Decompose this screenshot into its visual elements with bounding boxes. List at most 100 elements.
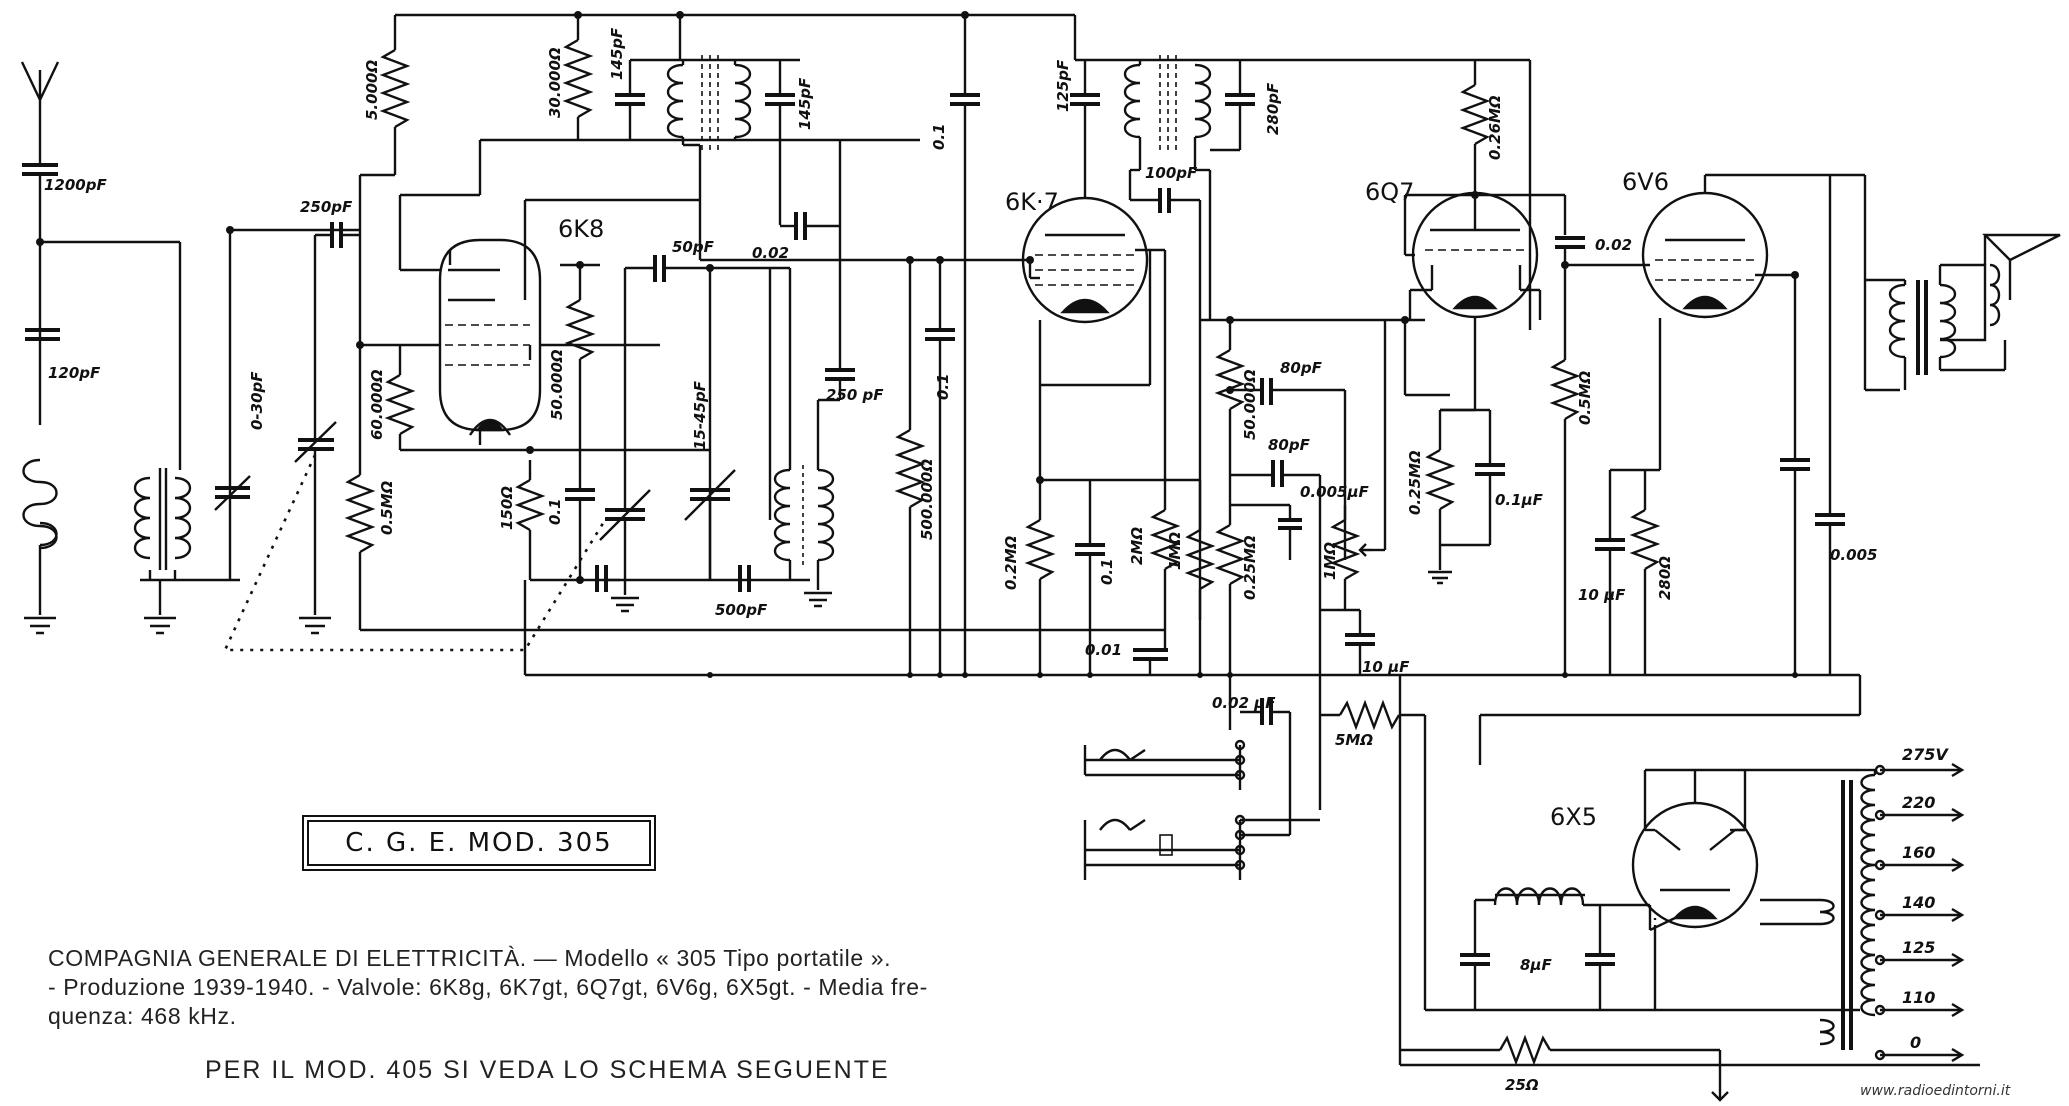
label-r-5: 5MΩ xyxy=(1335,731,1373,749)
label-c-01c: 0.1 xyxy=(546,498,564,525)
label-r-280: 280Ω xyxy=(1656,556,1674,600)
label-r-02: 0.2MΩ xyxy=(1002,536,1020,590)
resistor-50000b: 50.000Ω xyxy=(1214,320,1259,480)
label-c-ant: 1200pF xyxy=(44,176,107,194)
label-c-0005a: 0.005µF xyxy=(1300,483,1369,501)
resistor-05b: 0.5MΩ xyxy=(1549,265,1594,675)
mains-taps: 275V 220 160 140 125 110 0 xyxy=(1874,745,1965,1063)
tube-6k8: 6K8 xyxy=(360,198,700,445)
tap-220: 220 xyxy=(1902,793,1935,812)
if-transformer-2: 125pF 280pF xyxy=(1054,30,1282,150)
label-r-60000: 60.000Ω xyxy=(368,369,386,440)
label-c-80a: 80pF xyxy=(1280,359,1323,377)
label-r-25: 25Ω xyxy=(1505,1076,1539,1094)
resistor-150: 150Ω xyxy=(498,460,546,580)
label-c-002b: 0.02 xyxy=(1595,236,1632,254)
label-r-025a: 0.25MΩ xyxy=(1241,535,1259,600)
filter-choke xyxy=(1493,887,1585,906)
tap-160: 160 xyxy=(1902,843,1935,862)
label-r-5000: 5.000Ω xyxy=(363,60,381,120)
label-c-001: 0.01 xyxy=(1085,641,1122,659)
ground-symbol xyxy=(24,616,56,635)
resistor-30000: 30.000Ω xyxy=(546,15,594,140)
label-c-250a: 250pF xyxy=(300,198,353,216)
tap-275: 275V xyxy=(1902,745,1949,764)
resistor-2: 2MΩ xyxy=(1128,480,1181,650)
label-r-025b: 0.25MΩ xyxy=(1406,450,1424,515)
label-c-250b: 250 pF xyxy=(826,386,884,404)
jack-section: 0.02 µF xyxy=(1083,675,1322,880)
label-c-125: 125pF xyxy=(1054,59,1072,112)
antenna-coil xyxy=(22,458,58,550)
tube-6k7: 6K·7 xyxy=(1005,188,1149,324)
label-r-30000: 30.000Ω xyxy=(546,47,564,118)
tap-125: 125 xyxy=(1902,938,1935,957)
caption-line-2: - Produzione 1939-1940. - Valvole: 6K8g,… xyxy=(48,974,928,1000)
resistor-02: 0.2MΩ xyxy=(1002,480,1056,675)
speaker-symbol xyxy=(1940,233,2061,372)
label-tube-6x5: 6X5 xyxy=(1550,803,1597,831)
resistor-1a: 1MΩ xyxy=(1166,480,1216,675)
label-r-150: 150Ω xyxy=(498,486,516,530)
label-r-50000a: 50.000Ω xyxy=(548,349,566,420)
label-c-0005b: 0.005 xyxy=(1830,546,1877,564)
label-c-80b: 80pF xyxy=(1268,436,1311,454)
label-c-8: 8µF xyxy=(1520,956,1552,974)
label-c-10a: 10 µF xyxy=(1578,586,1626,604)
label-c-01d: 0.1 xyxy=(1098,558,1116,585)
label-c-100: 100pF xyxy=(1145,164,1198,182)
resistor-5: 5MΩ xyxy=(1320,699,1425,749)
label-tube-6k8: 6K8 xyxy=(558,215,604,243)
resistor-05a: 0.5MΩ xyxy=(344,345,396,630)
label-c-145a: 145pF xyxy=(608,27,626,80)
label-tube-6q7: 6Q7 xyxy=(1365,178,1414,206)
caption-line-1: COMPAGNIA GENERALE DI ELETTRICITÀ. — Mod… xyxy=(48,945,892,971)
footer-note: PER IL MOD. 405 SI VEDA LO SCHEMA SEGUEN… xyxy=(205,1056,890,1084)
label-tube-6k7: 6K·7 xyxy=(1005,188,1059,216)
label-c-10b: 10 µF xyxy=(1362,658,1410,676)
watermark: www.radioedintorni.it xyxy=(1860,1083,2011,1099)
model-label-box: C. G. E. MOD. 305 xyxy=(307,820,651,866)
label-c-145b: 145pF xyxy=(796,77,814,130)
tube-6q7: 6Q7 xyxy=(1365,178,1539,319)
antenna-section: 1200pF 120pF xyxy=(20,61,180,635)
resistor-5000: 5.000Ω xyxy=(363,15,411,175)
resistor-500000: 500.000Ω xyxy=(894,260,936,675)
label-r-05b: 0.5MΩ xyxy=(1576,371,1594,425)
label-r-1b: 1MΩ xyxy=(1321,542,1339,580)
label-c-030: 0-30pF xyxy=(248,371,266,430)
label-c-002a: 0.02 xyxy=(752,244,789,262)
resistor-025b: 0.25MΩ xyxy=(1406,410,1456,545)
label-c-01uf: 0.1µF xyxy=(1495,491,1544,509)
if-transformer-1: 145pF 145pF xyxy=(608,27,814,150)
tube-6v6: 6V6 xyxy=(1622,168,1769,319)
volume-pot: 1MΩ xyxy=(1321,505,1372,610)
mains-transformer xyxy=(1760,768,1877,1050)
resistor-25: 25Ω xyxy=(1400,1034,1720,1094)
tap-0: 0 xyxy=(1910,1033,1921,1052)
tap-110: 110 xyxy=(1902,988,1935,1007)
resistor-60000: 60.000Ω xyxy=(368,345,416,450)
tube-6x5: 6X5 xyxy=(1550,801,1759,929)
label-tube-6v6: 6V6 xyxy=(1622,168,1669,196)
rf-transformer xyxy=(133,476,151,560)
model-label: C. G. E. MOD. 305 xyxy=(345,828,613,858)
label-r-026: 0.26MΩ xyxy=(1486,95,1504,160)
label-r-50000b: 50.000Ω xyxy=(1241,369,1259,440)
caption: COMPAGNIA GENERALE DI ELETTRICITÀ. — Mod… xyxy=(48,944,1278,1031)
resistor-025a: 0.25MΩ xyxy=(1214,480,1259,675)
oscillator-coil xyxy=(773,460,835,608)
label-c-002uf: 0.02 µF xyxy=(1212,694,1276,712)
label-c-01b: 0.1 xyxy=(934,373,952,400)
tap-140: 140 xyxy=(1902,893,1935,912)
label-c-01a: 0.1 xyxy=(930,123,948,150)
label-r-1a: 1MΩ xyxy=(1166,532,1184,570)
antenna-symbol xyxy=(20,61,60,110)
label-r-2: 2MΩ xyxy=(1128,527,1146,565)
resistor-50000a: 50.000Ω xyxy=(548,265,596,470)
rf-input-stage: 0-30pF 250pF xyxy=(133,198,607,652)
output-transformer xyxy=(1865,278,1957,390)
resistor-280: 280Ω xyxy=(1629,470,1674,675)
label-r-05a: 0.5MΩ xyxy=(378,481,396,535)
